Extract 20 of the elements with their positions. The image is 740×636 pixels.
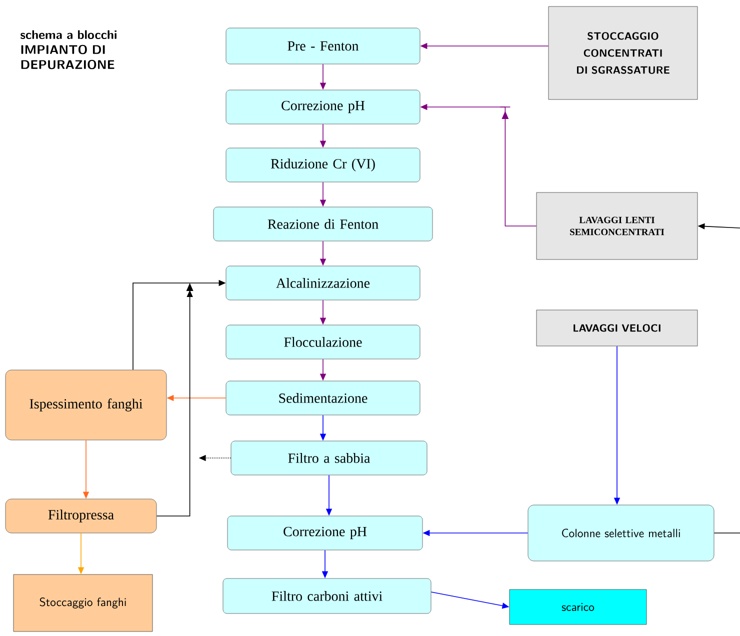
process-box: Reazione di Fenton <box>213 206 433 242</box>
process-box: Correzione pH <box>227 516 423 550</box>
process-box: Correzione pH <box>226 90 420 124</box>
process-box: Riduzione Cr (VI) <box>226 148 420 182</box>
process-box: Colonne selettive metalli <box>528 504 714 562</box>
source-box: LAVAGGI LENTI SEMICONCENTRATI <box>536 192 698 260</box>
sludge-box: Ispessimento fanghi <box>5 370 167 440</box>
process-box: Filtro a sabbia <box>230 440 428 476</box>
title: schema a blocchi <box>20 30 116 39</box>
process-box: Sedimentazione <box>226 380 420 416</box>
source-box: LAVAGGI VELOCI <box>536 310 698 346</box>
sludge-box: Filtropressa <box>5 498 157 534</box>
process-box: Flocculazione <box>226 324 420 360</box>
outlet-box: scarico <box>509 589 647 625</box>
process-box: Pre - Fenton <box>226 28 420 64</box>
subtitle: IMPIANTO DI DEPURAZIONE <box>21 44 114 70</box>
storage-box: Stoccaggio fanghi <box>13 574 153 632</box>
process-box: Alcalinizzazione <box>226 266 420 300</box>
process-box: Filtro carboni attivi <box>222 578 432 614</box>
source-box: STOCCAGGIO CONCENTRATI DI SGRASSATURE <box>548 6 698 100</box>
